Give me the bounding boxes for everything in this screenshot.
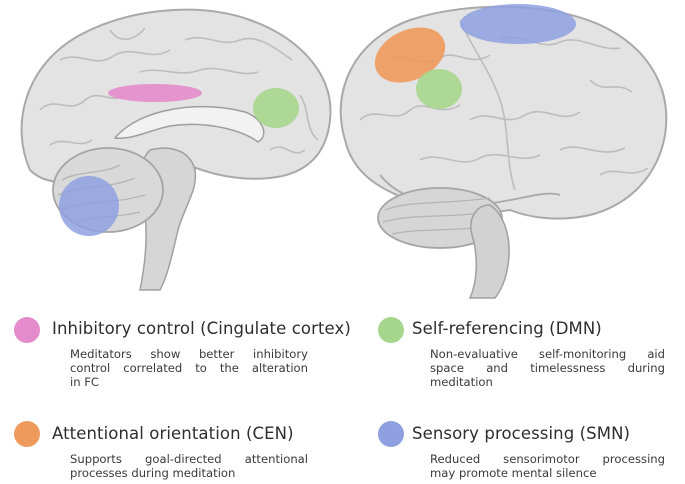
green-dot-icon	[378, 317, 404, 343]
blue-region-smn-left	[59, 176, 119, 236]
legend-title: Self-referencing (DMN)	[412, 319, 602, 338]
lateral-brainstem	[468, 204, 510, 299]
legend-desc: Reduced sensorimotor processing may prom…	[430, 452, 665, 480]
blue-dot-icon	[378, 421, 404, 447]
legend-desc: Meditators show better inhibitory contro…	[70, 347, 308, 389]
legend-title: Inhibitory control (Cingulate cortex)	[52, 319, 351, 338]
legend-title: Attentional orientation (CEN)	[52, 424, 294, 443]
lateral-brain	[339, 4, 668, 299]
orange-dot-icon	[14, 421, 40, 447]
sagittal-brain	[20, 8, 332, 291]
legend-desc: Non-evaluative self-monitoring aid space…	[430, 347, 665, 389]
green-region-dmn-right	[416, 69, 462, 109]
pink-dot-icon	[14, 317, 40, 343]
corpus-callosum	[113, 105, 265, 143]
legend-desc: Supports goal-directed attentional proce…	[70, 452, 308, 480]
blue-region-smn-right	[460, 4, 576, 44]
pink-region-cingulate	[108, 84, 202, 102]
legend-title: Sensory processing (SMN)	[412, 424, 631, 443]
brain-figure	[20, 4, 668, 299]
green-region-dmn-left	[253, 88, 299, 128]
orange-region-cen	[374, 27, 446, 83]
